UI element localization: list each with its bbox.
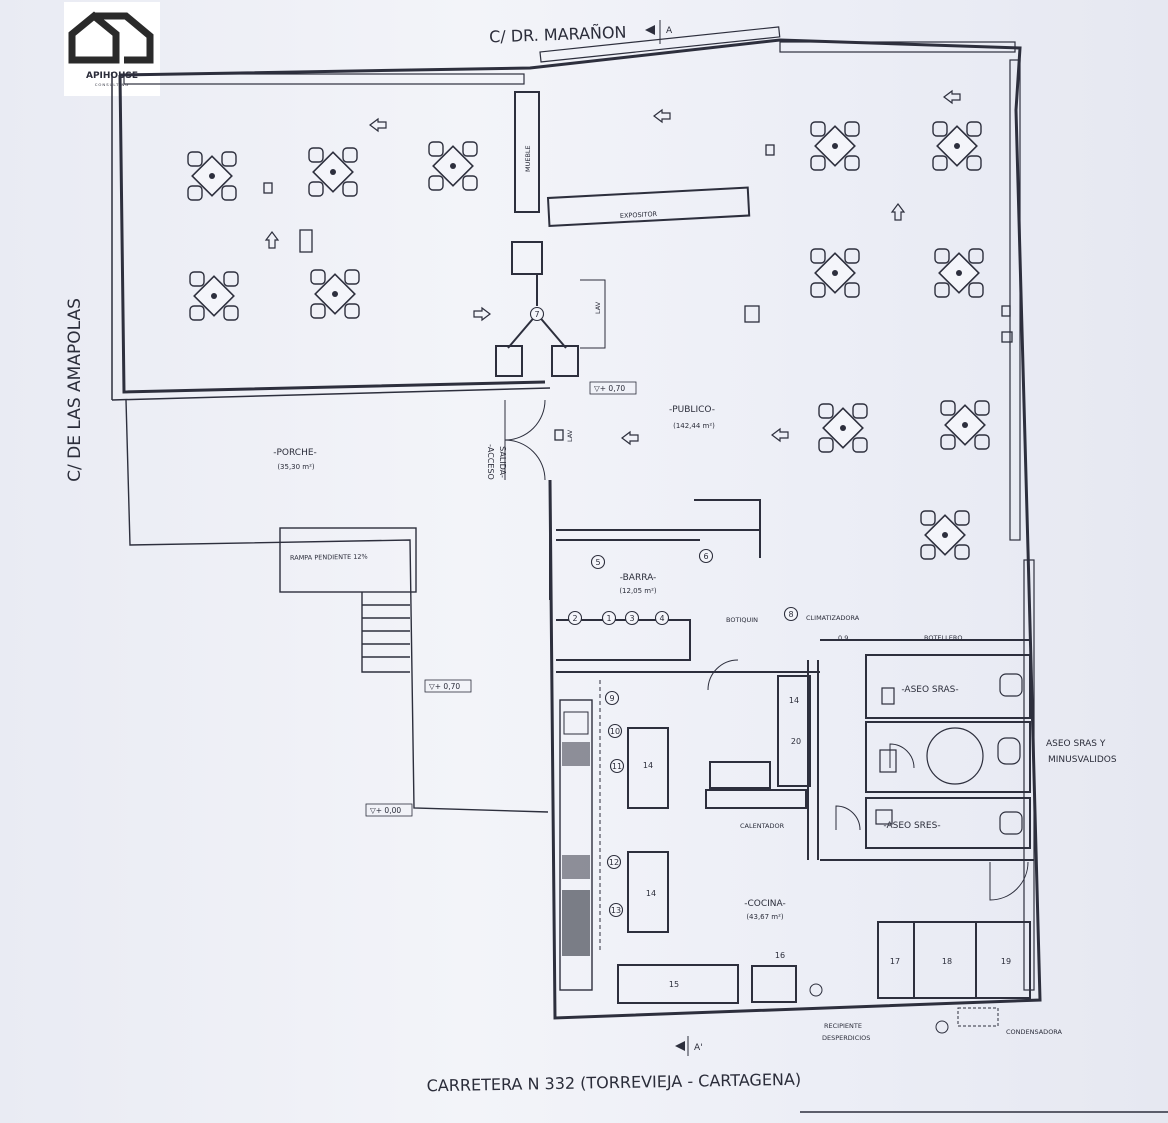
equipment-markers: 1 2 3 4 5 6 7 8 9 10 11 12 13 14 14 14 1… [529, 306, 1011, 989]
svg-text:14: 14 [646, 889, 656, 898]
svg-text:19: 19 [1001, 957, 1011, 966]
svg-text:10: 10 [610, 727, 620, 736]
room-cocina-name: -COCINA- [744, 899, 786, 909]
svg-text:14: 14 [643, 761, 653, 770]
columns [263, 144, 1013, 441]
label-salida: SALIDA- [498, 446, 507, 478]
label-dim-09: 0,9 [838, 634, 848, 642]
svg-text:9: 9 [609, 694, 614, 703]
dining-tables [187, 121, 990, 560]
wall-windows [123, 26, 1035, 991]
svg-text:12: 12 [609, 858, 619, 867]
kitchen-hatch [562, 711, 590, 956]
svg-text:8: 8 [788, 610, 793, 619]
svg-text:6: 6 [703, 552, 708, 561]
room-cocina-area: (43,67 m²) [746, 913, 784, 921]
svg-text:4: 4 [659, 614, 664, 623]
label-expositor: EXPOSITOR [620, 210, 658, 220]
room-aseo-sras: -ASEO SRAS- [901, 685, 958, 695]
label-lav-2: LAV [566, 429, 574, 442]
label-mueble: MUEBLE [524, 145, 532, 172]
level-ground: ▽+ 0,00 [370, 806, 401, 815]
svg-text:20: 20 [791, 737, 801, 746]
svg-text:5: 5 [595, 558, 600, 567]
label-lav-1: LAV [594, 301, 602, 314]
label-recipiente-2: DESPERDICIOS [822, 1034, 870, 1042]
room-aseo-minus-line1: ASEO SRAS Y [1046, 739, 1106, 749]
svg-text:16: 16 [775, 951, 785, 960]
label-climatizadora: CLIMATIZADORA [806, 614, 860, 622]
svg-text:17: 17 [890, 957, 900, 966]
interior-walls [495, 91, 1034, 1004]
room-porche-area: (35,30 m²) [277, 463, 315, 471]
sanitary-fixtures [875, 673, 1023, 835]
level-ramp: ▽+ 0,70 [429, 682, 460, 691]
label-acceso: -ACCESO [486, 444, 495, 480]
label-botellero: BOTELLERO [924, 634, 963, 642]
condensadora-unit [809, 983, 999, 1034]
label-condensadora: CONDENSADORA [1006, 1028, 1063, 1036]
level-porch-entry: ▽+ 0,70 [594, 384, 625, 393]
room-publico-area: (142,44 m²) [673, 422, 715, 430]
svg-text:A: A [666, 26, 673, 36]
svg-text:13: 13 [611, 906, 621, 915]
label-recipiente-1: RECIPIENTE [824, 1022, 862, 1030]
room-publico-name: -PUBLICO- [669, 405, 715, 415]
svg-text:7: 7 [534, 310, 539, 319]
label-botiquin: BOTIQUIN [726, 616, 758, 624]
room-barra-area: (12,05 m²) [619, 587, 657, 595]
room-porche-name: -PORCHE- [273, 448, 317, 458]
doors [504, 399, 1029, 901]
svg-text:18: 18 [942, 957, 952, 966]
street-south: CARRETERA N 332 (TORREVIEJA - CARTAGENA) [427, 1070, 802, 1096]
room-aseo-minus-line2: MINUSVALIDOS [1048, 755, 1117, 765]
room-aseo-sres: -ASEO SRES- [883, 821, 940, 831]
svg-text:11: 11 [612, 762, 622, 771]
room-barra-name: -BARRA- [620, 573, 657, 583]
svg-text:2: 2 [572, 614, 577, 623]
section-mark-top: A [645, 20, 673, 44]
svg-text:3: 3 [629, 614, 634, 623]
svg-text:A': A' [694, 1043, 703, 1053]
porch-outline [125, 399, 549, 813]
label-calentador: CALENTADOR [740, 822, 785, 830]
street-west: C/ DE LAS AMAPOLAS [65, 298, 85, 482]
svg-text:15: 15 [669, 980, 679, 989]
section-mark-bottom: A' [675, 1036, 703, 1056]
street-north: C/ DR. MARAÑON [489, 23, 627, 47]
svg-text:1: 1 [606, 614, 611, 623]
svg-text:14: 14 [789, 696, 799, 705]
label-rampa: RAMPA PENDIENTE 12% [290, 553, 368, 562]
exterior-walls [111, 38, 1042, 1020]
